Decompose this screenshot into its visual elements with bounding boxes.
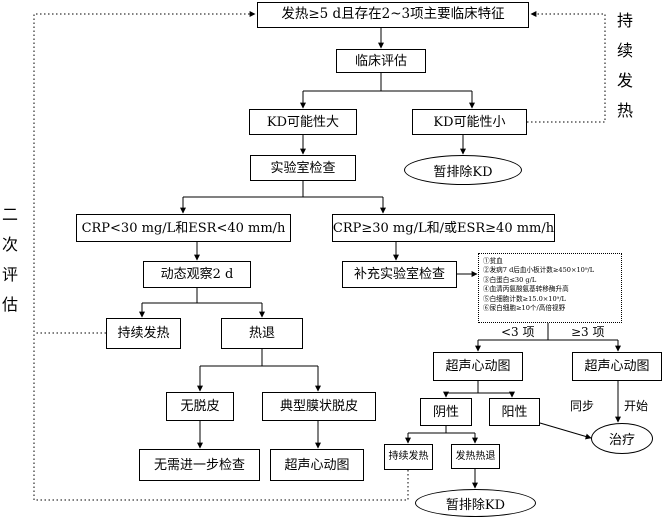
exclude-kd-bottom-ellipse: 暂排除KD — [415, 489, 536, 517]
supplement-lab-box: 补充实验室检查 — [342, 261, 457, 288]
side-char: 评 — [1, 265, 18, 284]
fever-criteria-box: 发热≥5 d且存在2~3项主要临床特征 — [257, 2, 529, 28]
echo-mid-box: 超声心动图 — [433, 352, 523, 381]
positive-box: 阳性 — [489, 398, 540, 426]
side-char: 续 — [616, 41, 633, 60]
echo-left-box: 超声心动图 — [270, 449, 364, 481]
treatment-ellipse: 治疗 — [591, 423, 653, 454]
criteria-item: ①贫血 — [483, 257, 503, 265]
crp-high-box: CRP≥30 mg/L和/或ESR≥40 mm/h — [332, 214, 555, 242]
criteria-item: ⑤白细胞计数≥15.0×10⁹/L — [483, 294, 566, 303]
dotted-second-eval-loop — [33, 11, 409, 501]
echo-right-box: 超声心动图 — [572, 352, 662, 381]
kd-unlikely-box: KD可能性小 — [412, 109, 527, 135]
edge-label-ge3: ≥3 项 — [571, 325, 605, 339]
criteria-item: ④血清丙氨酸氨基转移酶升高 — [483, 285, 569, 294]
criteria-item: ⑥尿白细胞≥10个/高倍视野 — [483, 304, 566, 313]
edge-label-start: 开始 — [624, 399, 649, 413]
fever-down-small-box: 发热热退 — [451, 444, 500, 469]
side-char: 发 — [616, 71, 633, 90]
supplement-criteria-list: ①贫血 ②发病7 d后血小板计数≥450×10⁹/L ③白蛋白≤30 g/L ④… — [478, 253, 622, 323]
lab-test-box: 实验室检查 — [250, 155, 356, 181]
observe-box: 动态观察2 d — [143, 261, 251, 288]
typical-peeling-box: 典型膜状脱皮 — [262, 392, 376, 421]
side-char: 二 — [1, 205, 18, 224]
side-char: 热 — [616, 101, 633, 120]
side-label-second-eval: 二 次 评 估 — [0, 200, 20, 320]
side-char: 次 — [1, 235, 18, 254]
side-label-persistent-fever: 持 续 发 热 — [615, 6, 635, 126]
negative-box: 阴性 — [420, 398, 472, 426]
edge-label-sync: 同步 — [570, 399, 595, 413]
edge-positive-to-treatment — [539, 422, 592, 440]
exclude-kd-top-ellipse: 暂排除KD — [404, 155, 522, 185]
crp-low-box: CRP<30 mg/L和ESR<40 mm/h — [76, 214, 291, 242]
persist-fever-small-box: 持续发热 — [384, 444, 433, 470]
edge-label-lt3: <3 项 — [501, 325, 535, 339]
no-further-box: 无需进一步检查 — [139, 449, 260, 481]
criteria-item: ②发病7 d后血小板计数≥450×10⁹/L — [483, 266, 595, 275]
side-char: 估 — [1, 295, 18, 314]
persistent-fever-box: 持续发热 — [106, 318, 181, 349]
no-peeling-box: 无脱皮 — [166, 392, 234, 421]
kd-likely-box: KD可能性大 — [249, 109, 357, 135]
clinical-eval-box: 临床评估 — [336, 49, 426, 73]
side-char: 持 — [616, 11, 633, 30]
dotted-persistent-fever-loop — [527, 11, 606, 123]
fever-resolved-box: 热退 — [221, 318, 303, 349]
criteria-item: ③白蛋白≤30 g/L — [483, 275, 537, 284]
